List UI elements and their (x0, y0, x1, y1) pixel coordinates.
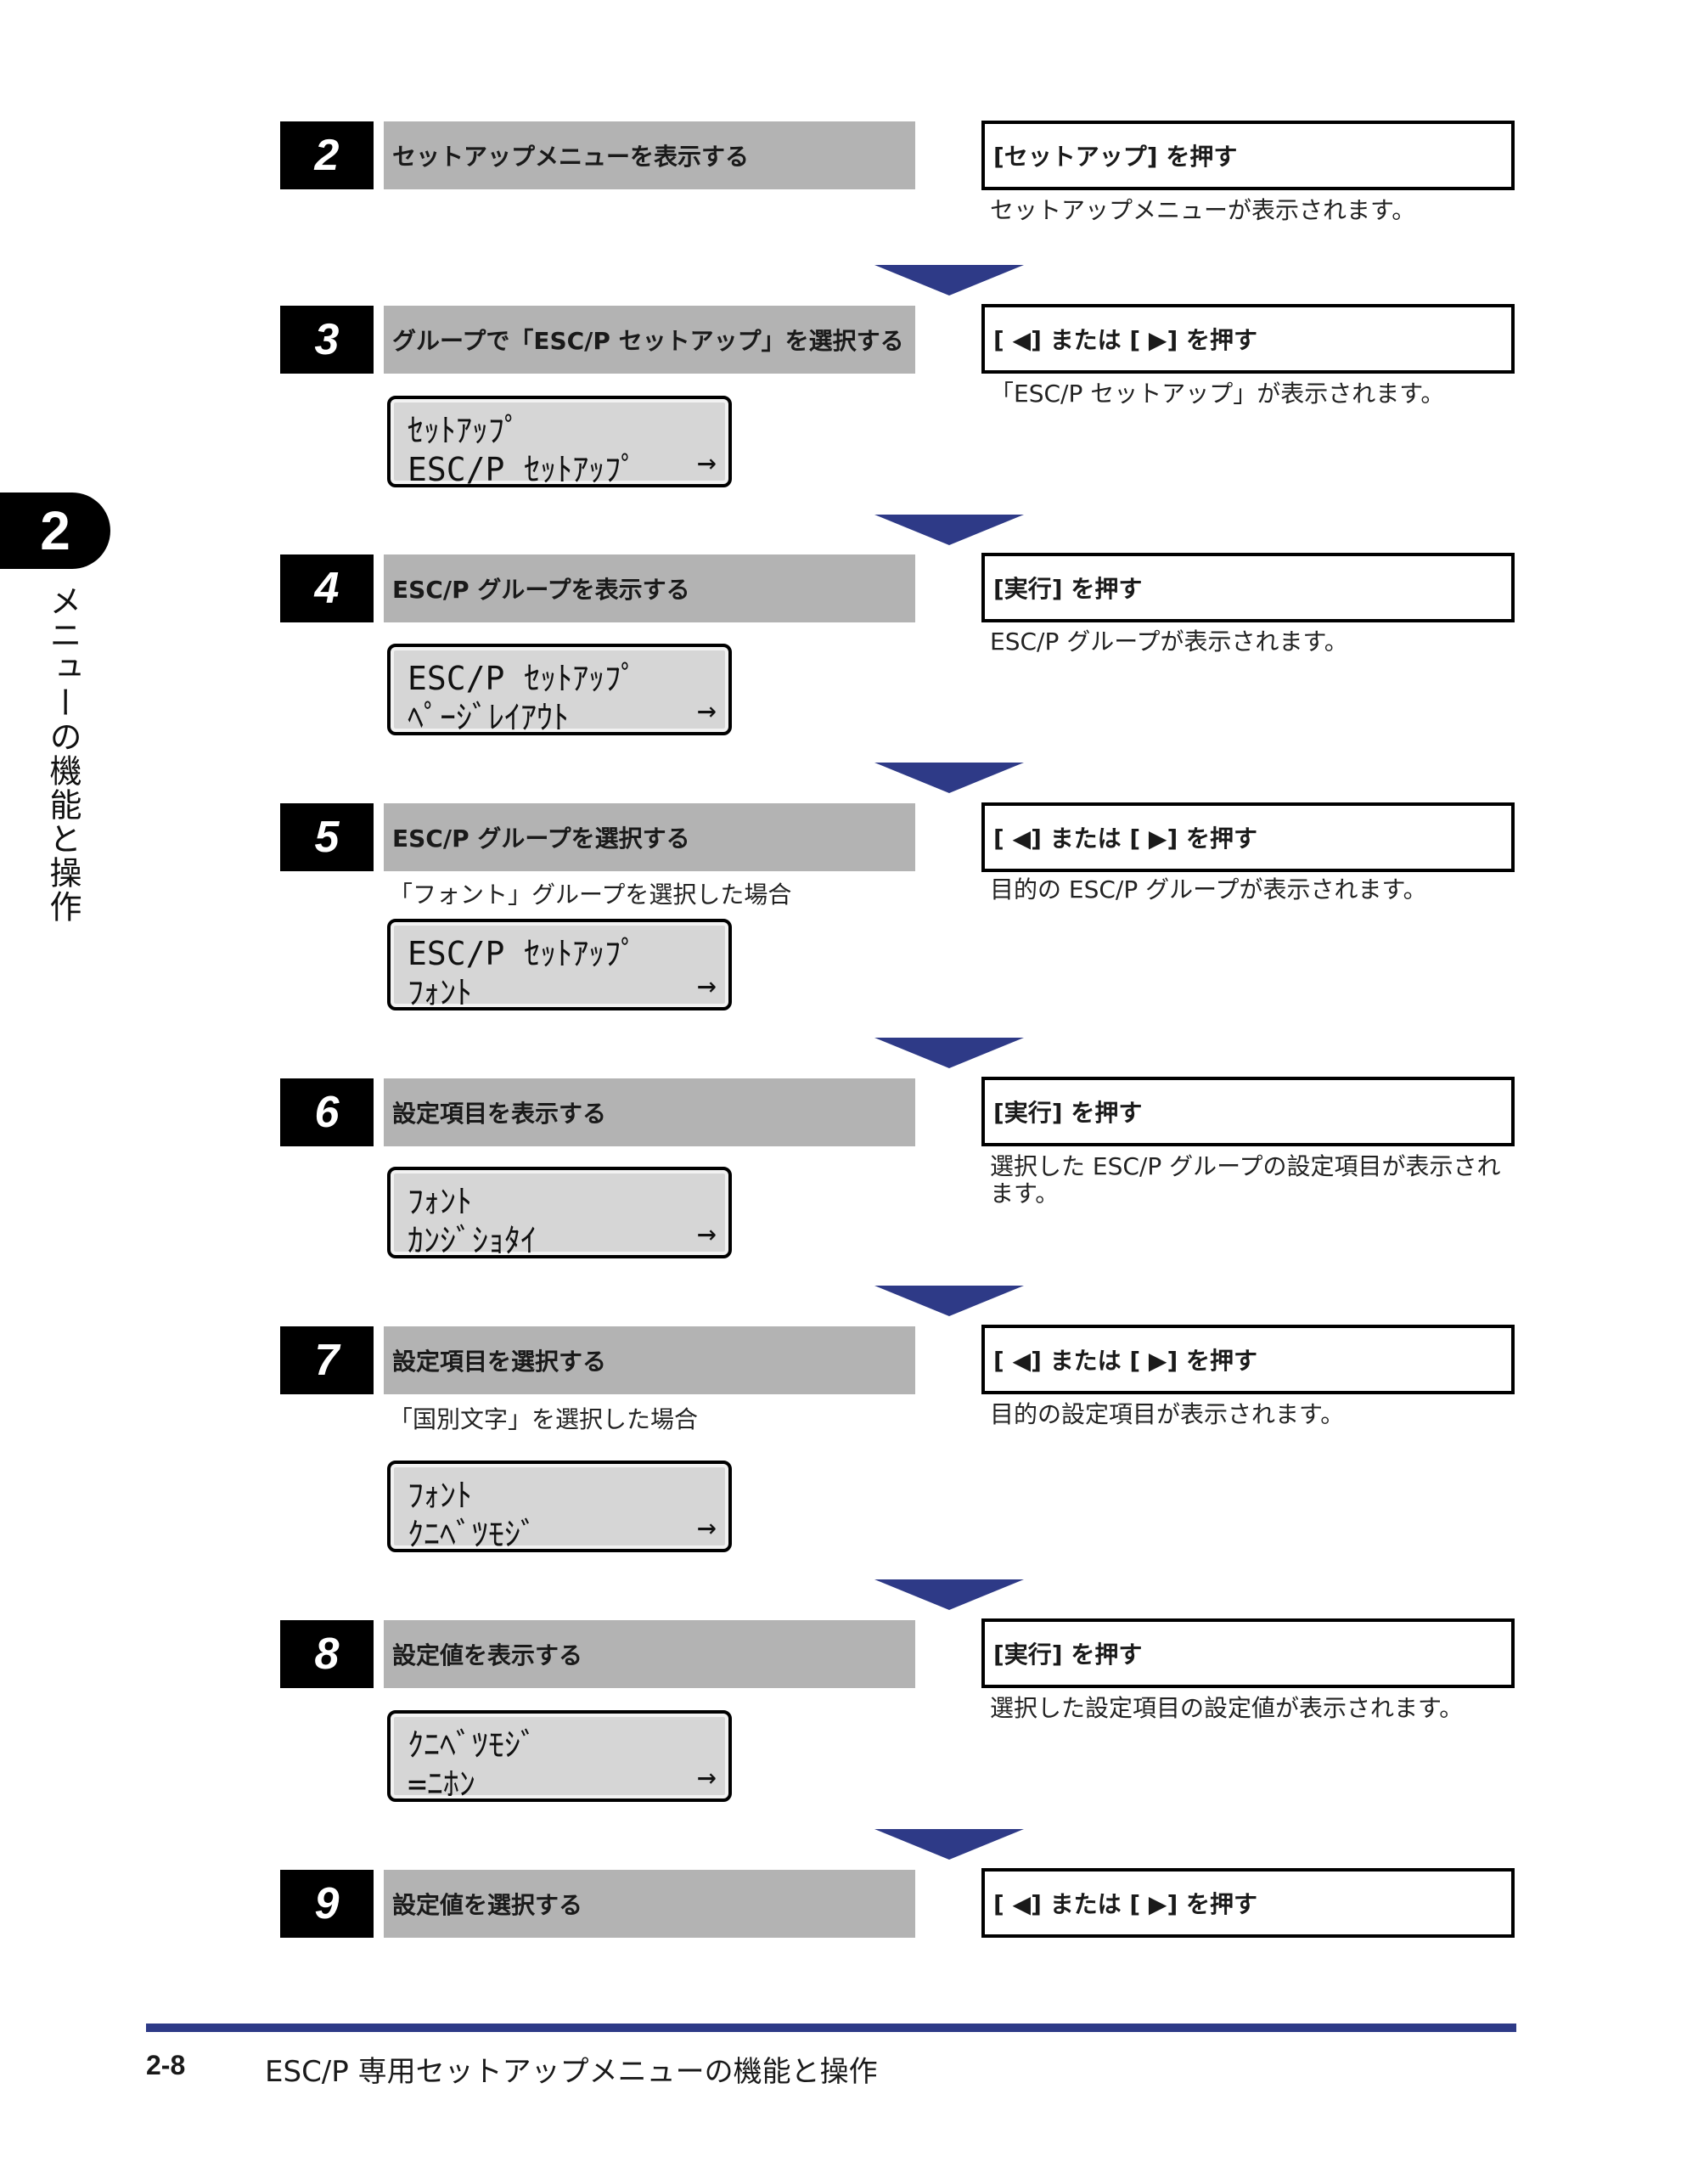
action-box: [ ◀] または [ ▶] を押す (981, 1868, 1515, 1938)
step-note: 「国別文字」を選択した場合 (389, 1405, 699, 1433)
down-arrow-icon (874, 1286, 1024, 1316)
chapter-number-tab: 2 (0, 493, 110, 569)
lcd-line-2: =ﾆﾎﾝ (408, 1765, 475, 1803)
result-text: 「ESC/P セットアップ」が表示されます。 (990, 380, 1445, 408)
lcd-line-1: ESC/P ｾｯﾄｱｯﾌﾟ (408, 935, 638, 972)
action-box: [ ◀] または [ ▶] を押す (981, 304, 1515, 374)
right-arrow-icon: → (697, 1758, 717, 1795)
result-text: 目的の ESC/P グループが表示されます。 (990, 875, 1427, 903)
footer-rule (146, 2024, 1516, 2032)
result-text: セットアップメニューが表示されます。 (990, 196, 1416, 224)
down-arrow-icon (874, 265, 1024, 296)
lcd-display: ｸﾆﾍﾞﾂﾓｼﾞ =ﾆﾎﾝ → (387, 1710, 732, 1803)
lcd-line-1: ESC/P ｾｯﾄｱｯﾌﾟ (408, 660, 638, 697)
down-arrow-icon (874, 515, 1024, 545)
step-number: 7 (280, 1326, 374, 1394)
lcd-display: ﾌｫﾝﾄ ｸﾆﾍﾞﾂﾓｼﾞ → (387, 1461, 732, 1553)
step-number: 2 (280, 121, 374, 189)
lcd-display: ｾｯﾄｱｯﾌﾟ ESC/P ｾｯﾄｱｯﾌﾟ → (387, 396, 732, 488)
down-arrow-icon (874, 1829, 1024, 1860)
down-arrow-icon (874, 763, 1024, 793)
result-text: 目的の設定項目が表示されます。 (990, 1400, 1345, 1428)
lcd-line-2: ﾍﾟｰｼﾞﾚｲｱｳﾄ (408, 699, 570, 736)
chapter-side-title: メニューの機能と操作 (44, 584, 82, 924)
page-number: 2-8 (146, 2050, 186, 2080)
lcd-line-2: ｶﾝｼﾞｼｮﾀｲ (408, 1222, 537, 1259)
lcd-line-2: ｸﾆﾍﾞﾂﾓｼﾞ (408, 1516, 537, 1553)
step-title: ESC/P グループを選択する (384, 803, 915, 871)
result-text: 選択した設定項目の設定値が表示されます。 (990, 1694, 1464, 1722)
right-arrow-icon: → (697, 1508, 717, 1545)
step-title: 設定項目を表示する (384, 1078, 915, 1146)
action-box: [実行] を押す (981, 1077, 1515, 1146)
lcd-line-1: ﾌｫﾝﾄ (408, 1183, 473, 1220)
lcd-line-2: ESC/P ｾｯﾄｱｯﾌﾟ (408, 451, 638, 488)
lcd-line-1: ﾌｫﾝﾄ (408, 1477, 473, 1514)
action-box: [実行] を押す (981, 553, 1515, 622)
step-title: 設定値を表示する (384, 1620, 915, 1688)
step-number: 5 (280, 803, 374, 871)
lcd-display: ESC/P ｾｯﾄｱｯﾌﾟ ﾍﾟｰｼﾞﾚｲｱｳﾄ → (387, 644, 732, 736)
step-title: グループで「ESC/P セットアップ」を選択する (384, 306, 915, 374)
action-box: [セットアップ] を押す (981, 121, 1515, 190)
result-text: 選択した ESC/P グループの設定項目が表示されます。 (990, 1152, 1501, 1207)
step-number: 3 (280, 306, 374, 374)
lcd-line-2: ﾌｫﾝﾄ (408, 974, 473, 1011)
step-title: ESC/P グループを表示する (384, 554, 915, 622)
right-arrow-icon: → (697, 443, 717, 481)
down-arrow-icon (874, 1038, 1024, 1068)
action-box: [実行] を押す (981, 1618, 1515, 1688)
right-arrow-icon: → (697, 1214, 717, 1252)
down-arrow-icon (874, 1579, 1024, 1610)
step-number: 9 (280, 1870, 374, 1938)
result-text: ESC/P グループが表示されます。 (990, 628, 1348, 656)
step-number: 6 (280, 1078, 374, 1146)
step-title: 設定項目を選択する (384, 1326, 915, 1394)
footer-title: ESC/P 専用セットアップメニューの機能と操作 (265, 2055, 878, 2089)
right-arrow-icon: → (697, 691, 717, 729)
right-arrow-icon: → (697, 966, 717, 1004)
step-title: セットアップメニューを表示する (384, 121, 915, 189)
step-number: 4 (280, 554, 374, 622)
step-title: 設定値を選択する (384, 1870, 915, 1938)
action-box: [ ◀] または [ ▶] を押す (981, 802, 1515, 872)
step-note: 「フォント」グループを選択した場合 (389, 881, 792, 909)
step-number: 8 (280, 1620, 374, 1688)
lcd-line-1: ｾｯﾄｱｯﾌﾟ (408, 412, 521, 449)
lcd-display: ﾌｫﾝﾄ ｶﾝｼﾞｼｮﾀｲ → (387, 1167, 732, 1259)
lcd-display: ESC/P ｾｯﾄｱｯﾌﾟ ﾌｫﾝﾄ → (387, 919, 732, 1011)
lcd-line-1: ｸﾆﾍﾞﾂﾓｼﾞ (408, 1726, 537, 1764)
action-box: [ ◀] または [ ▶] を押す (981, 1325, 1515, 1394)
